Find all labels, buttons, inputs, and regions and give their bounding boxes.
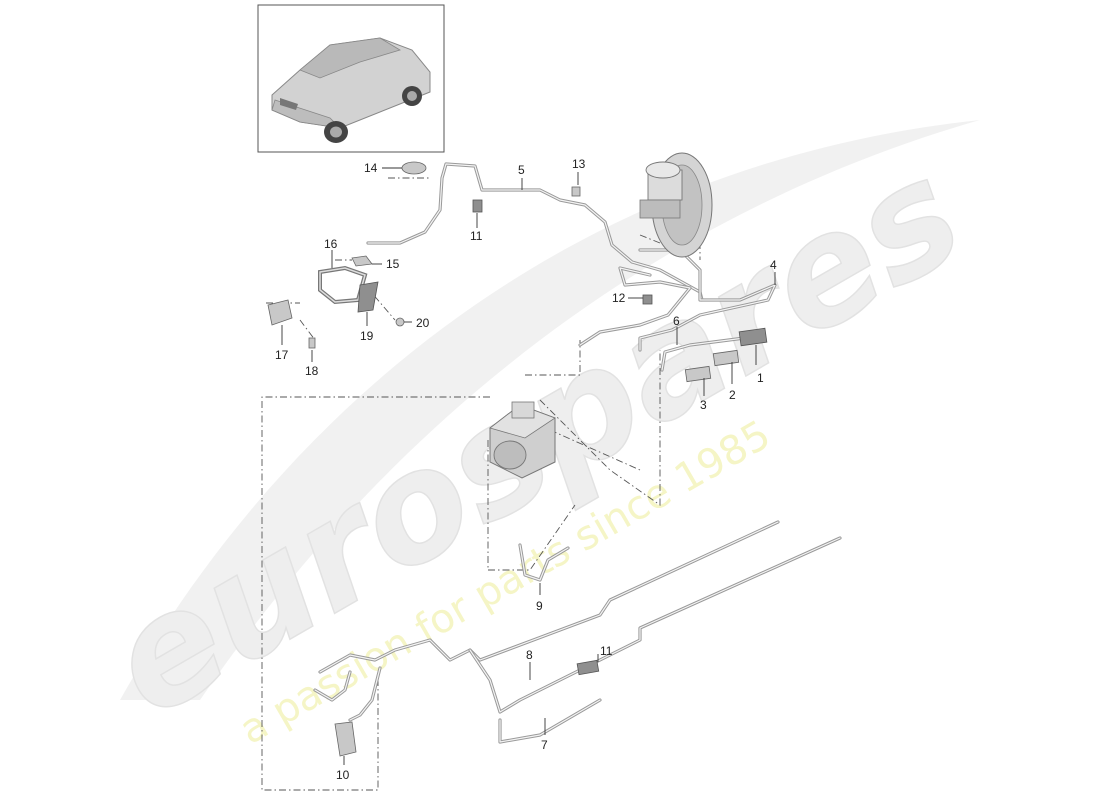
callout-14: 14 — [364, 161, 378, 175]
callout-15: 15 — [386, 257, 400, 271]
callout-11-upper: 11 — [470, 229, 483, 243]
callout-11-lower: 11 — [600, 644, 613, 658]
clip-part — [351, 255, 373, 267]
callout-7: 7 — [541, 738, 548, 752]
callout-5: 5 — [518, 163, 525, 177]
bracket-part — [267, 299, 293, 326]
callout-3: 3 — [700, 398, 707, 412]
callout-13: 13 — [572, 157, 586, 171]
callouts: 1 2 3 4 5 6 7 8 9 10 11 11 12 13 14 15 1… — [275, 157, 777, 782]
car-suv-icon — [271, 37, 431, 143]
callout-12: 12 — [612, 291, 626, 305]
clip-part — [684, 365, 712, 383]
callout-10: 10 — [336, 768, 350, 782]
clip-part — [712, 349, 740, 367]
small-parts — [267, 161, 768, 757]
bolt-part — [308, 337, 316, 349]
grommet-part — [401, 161, 427, 175]
bracket-part — [571, 186, 581, 197]
clip-part — [642, 294, 653, 305]
callout-4: 4 — [770, 258, 777, 272]
callout-2: 2 — [729, 388, 736, 402]
brake-booster — [639, 152, 713, 258]
bracket-part — [334, 721, 357, 757]
callout-16: 16 — [324, 237, 338, 251]
callout-18: 18 — [305, 364, 319, 378]
clip-part — [576, 659, 600, 676]
leader-lines — [281, 167, 776, 765]
callout-8: 8 — [526, 648, 533, 662]
callout-19: 19 — [360, 329, 374, 343]
callout-6: 6 — [673, 314, 680, 328]
watermark-swoosh — [120, 120, 980, 700]
callout-20: 20 — [416, 316, 430, 330]
bracket-part — [357, 281, 379, 313]
abs-hydraulic-unit — [489, 401, 556, 479]
clip-part — [738, 327, 768, 347]
lower-brake-lines — [313, 520, 842, 744]
callout-1: 1 — [757, 371, 764, 385]
clip-part — [472, 199, 483, 213]
car-thumbnail — [257, 4, 445, 153]
callout-9: 9 — [536, 599, 543, 613]
callout-17: 17 — [275, 348, 289, 362]
nut-part — [395, 317, 405, 327]
